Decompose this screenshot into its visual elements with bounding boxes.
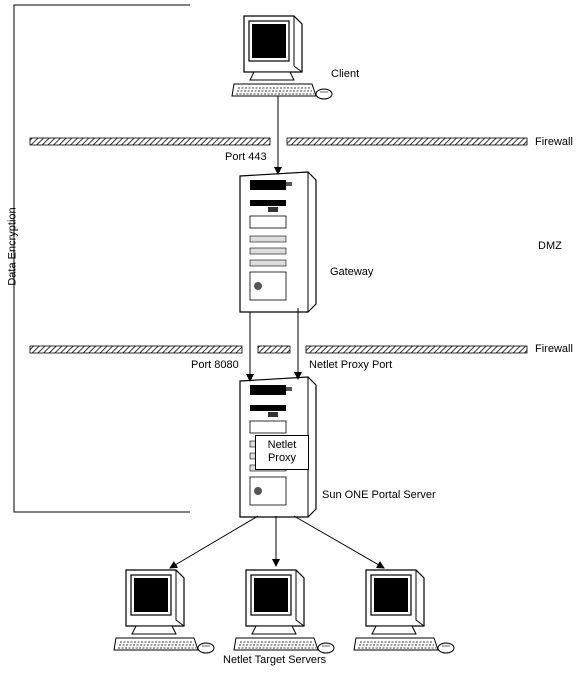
target-server-right-icon [353,569,455,654]
portal-to-target-right-arrow [293,515,385,569]
firewall-top-left-segment [29,137,271,146]
data-encryption-label: Data Encryption [6,207,19,286]
port-443-label: Port 443 [225,151,267,163]
portal-server-label: Sun ONE Portal Server [322,489,436,501]
firewall-top-label: Firewall [535,136,573,148]
target-servers-label: Netlet Target Servers [223,654,327,666]
encryption-bracket [13,4,190,513]
firewall-bottom-label: Firewall [535,343,573,355]
netlet-proxy-port-label: Netlet Proxy Port [309,359,393,371]
firewall-bottom-left-segment [29,345,243,354]
gateway-label: Gateway [330,266,374,278]
netlet-proxy-line2: Proxy [267,452,297,464]
netlet-proxy-box: Netlet Proxy [255,435,309,470]
port-8080-label: Port 8080 [191,359,239,371]
netlet-proxy-line1: Netlet [267,439,297,451]
firewall-top-right-segment [286,137,528,146]
dmz-label: DMZ [538,240,562,252]
target-server-center-icon [233,569,335,654]
client-label: Client [331,68,360,80]
firewall-bottom-right-segment [305,345,528,354]
client-workstation-icon [231,15,333,100]
gateway-server-icon [239,171,317,313]
firewall-bottom-mid-segment [257,345,291,354]
portal-to-target-left-arrow [169,515,259,569]
target-server-left-icon [113,569,215,654]
